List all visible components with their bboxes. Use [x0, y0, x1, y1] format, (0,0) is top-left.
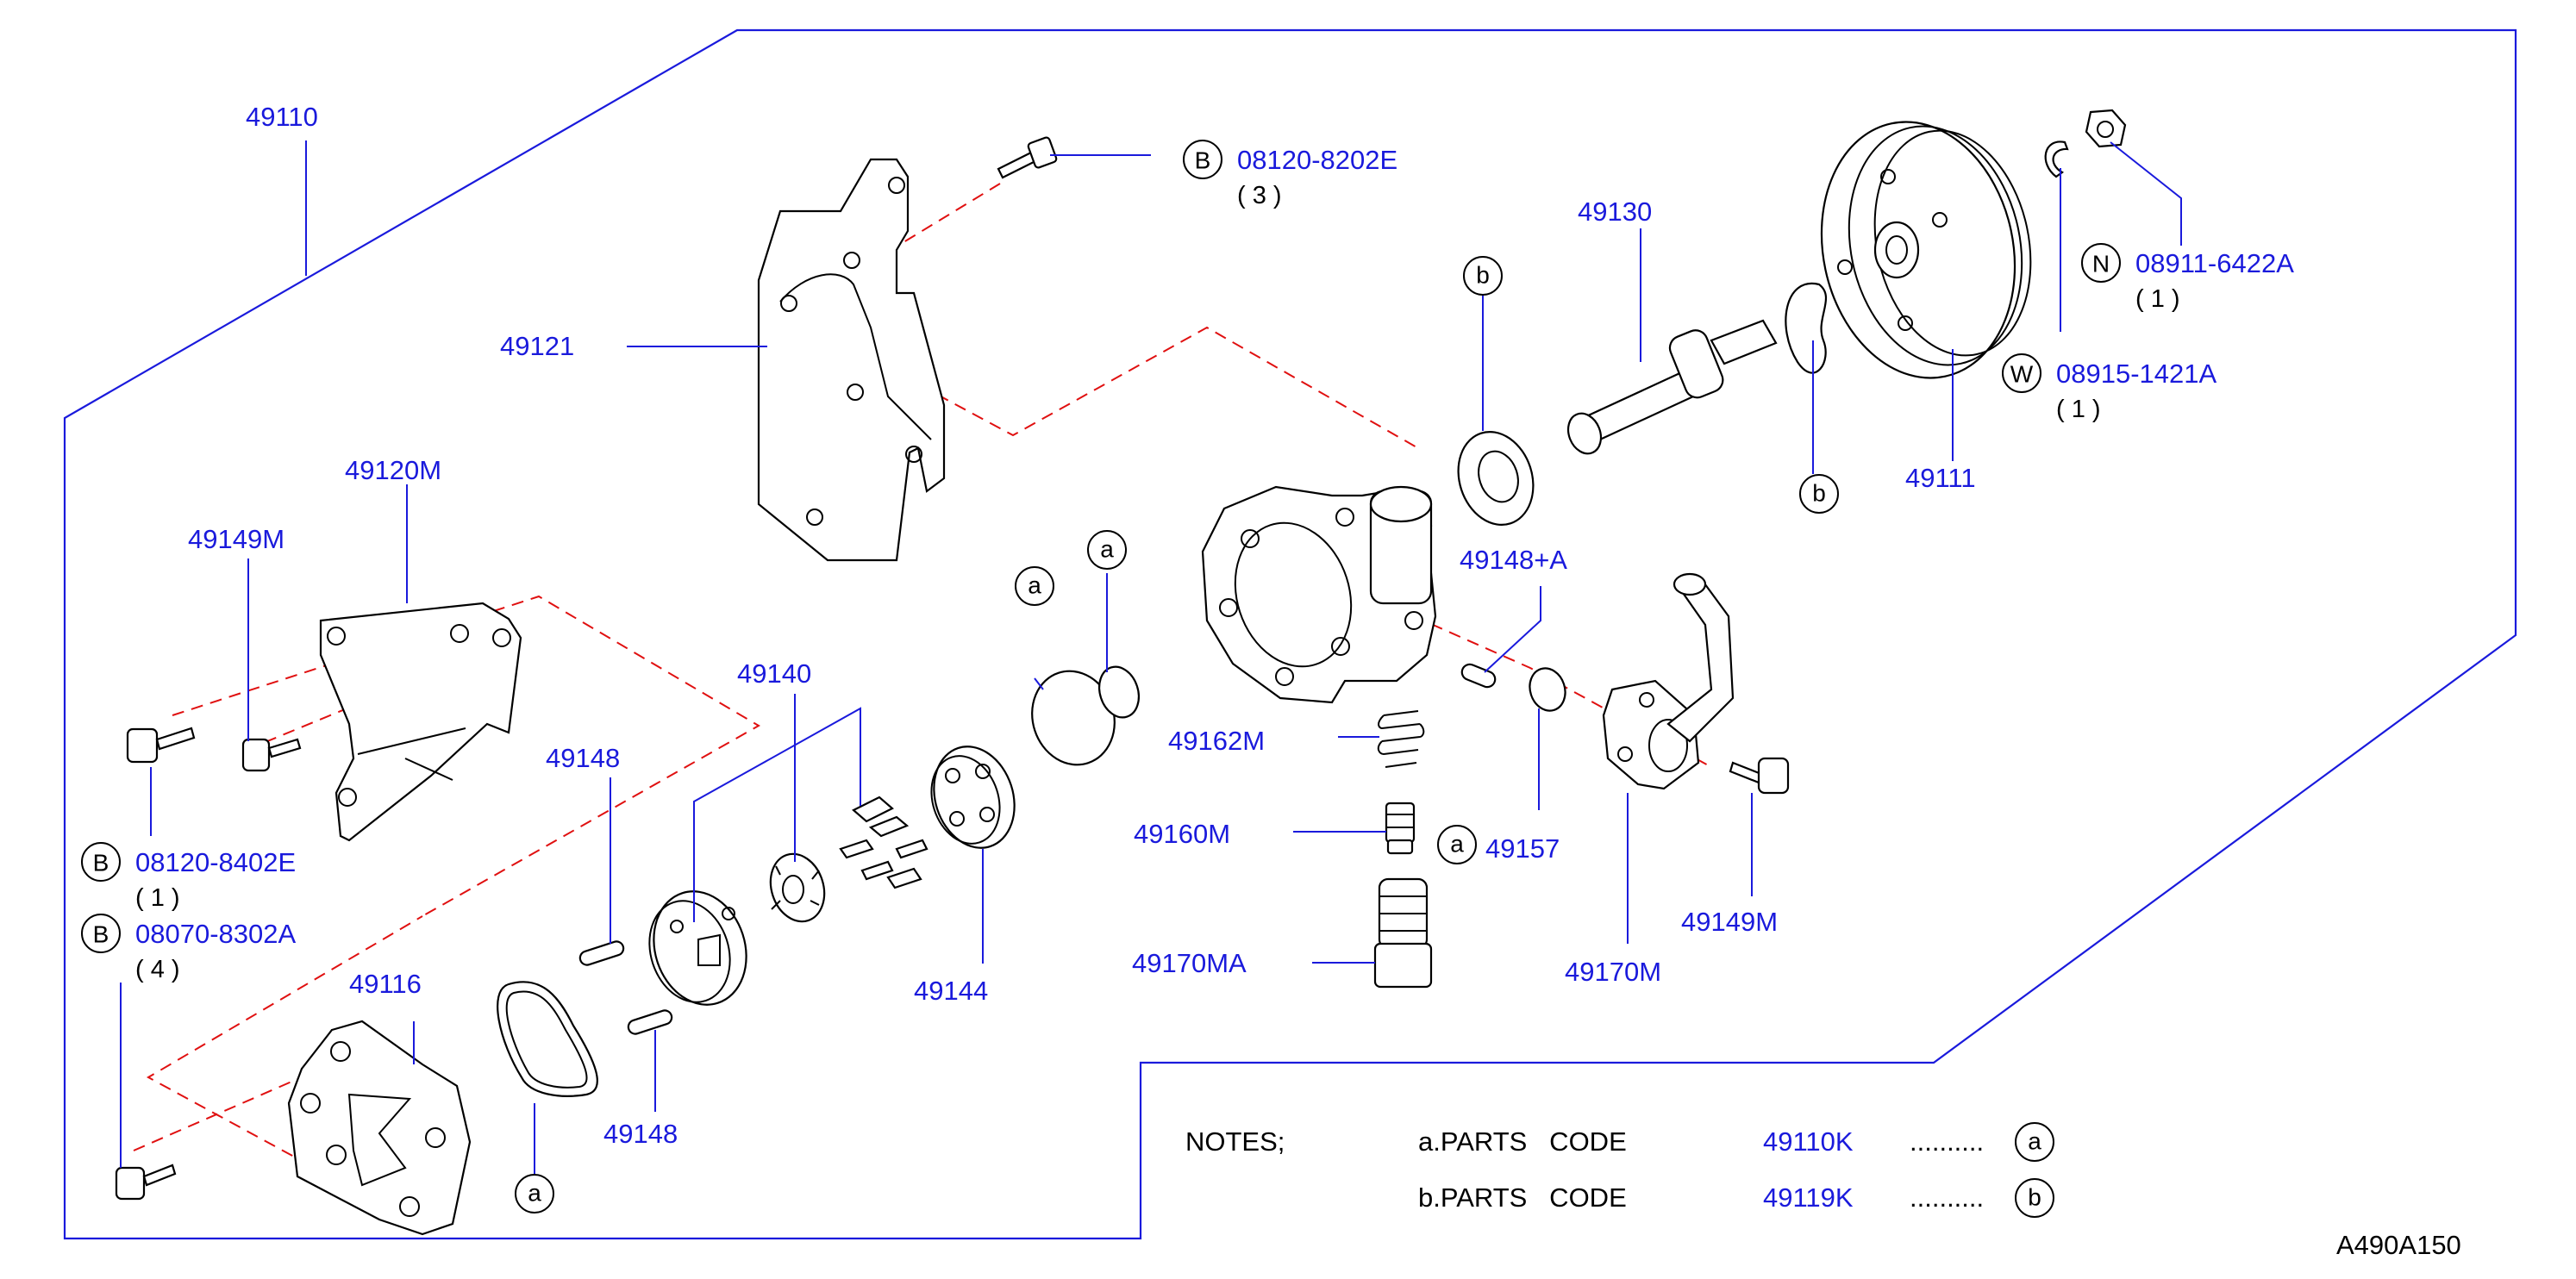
fastener-08120-8202e[interactable]: B 08120-8202E ( 3 ): [1183, 140, 1397, 209]
svg-text:W: W: [2010, 361, 2034, 388]
svg-text:08070-8302A: 08070-8302A: [135, 919, 296, 949]
notes: NOTES; a.PARTS CODE 49110K .......... a …: [1185, 1122, 2054, 1218]
callout-49160m[interactable]: 49160M: [1134, 819, 1230, 849]
spring[interactable]: [1377, 710, 1425, 768]
callout-49148-lower[interactable]: 49148: [603, 1119, 678, 1149]
svg-text:( 1 ): ( 1 ): [2056, 396, 2101, 423]
svg-text:a: a: [1028, 572, 1041, 599]
svg-text:a: a: [528, 1180, 541, 1207]
washer[interactable]: [2044, 140, 2069, 178]
vanes[interactable]: [839, 795, 928, 889]
cam-ring[interactable]: [921, 736, 1028, 858]
notes-row-a-dots: ..........: [1910, 1126, 1984, 1157]
callout-49121[interactable]: 49121: [500, 331, 574, 361]
callout-49149m-right[interactable]: 49149M: [1681, 907, 1778, 937]
gasket-oring[interactable]: [497, 981, 598, 1097]
pin-lower[interactable]: [627, 1008, 673, 1035]
fastener-08915-1421a[interactable]: W 08915-1421A ( 1 ): [2002, 353, 2216, 423]
bolt-rear-housing[interactable]: [115, 1164, 177, 1201]
valve[interactable]: [1385, 802, 1416, 855]
callout-49144[interactable]: 49144: [914, 976, 988, 1006]
bolt-bracket-top[interactable]: [997, 136, 1058, 179]
callout-49162m[interactable]: 49162M: [1168, 726, 1265, 756]
pulley[interactable]: [1798, 103, 2050, 396]
svg-text:a: a: [1100, 536, 1114, 563]
svg-text:( 4 ): ( 4 ): [135, 956, 180, 983]
nut[interactable]: [2085, 109, 2127, 148]
svg-text:( 1 ): ( 1 ): [2135, 285, 2180, 313]
callout-49148-a[interactable]: 49148+A: [1460, 545, 1567, 575]
callout-49148-upper[interactable]: 49148: [546, 743, 620, 773]
marker-a-oring-small: a: [1087, 530, 1127, 570]
svg-text:a: a: [1450, 831, 1464, 858]
svg-text:08120-8202E: 08120-8202E: [1237, 145, 1397, 175]
marker-b-top: b: [1463, 256, 1503, 296]
oring-side[interactable]: [1524, 664, 1570, 715]
svg-text:08120-8402E: 08120-8402E: [135, 847, 296, 877]
notes-row-a-code: 49110K: [1763, 1126, 1854, 1157]
leader-lines: [120, 140, 2182, 1185]
callout-49116[interactable]: 49116: [349, 969, 422, 999]
notes-row-a-label: a.PARTS CODE: [1418, 1126, 1627, 1157]
callout-49120m[interactable]: 49120M: [345, 455, 441, 485]
callout-49130[interactable]: 49130: [1578, 197, 1652, 227]
notes-row-b-marker: b: [2028, 1184, 2041, 1211]
notes-row-b-dots: ..........: [1910, 1182, 1984, 1213]
pin-body[interactable]: [1460, 662, 1497, 689]
marker-a-oring-large: a: [1015, 566, 1054, 606]
callout-49170m[interactable]: 49170M: [1565, 957, 1661, 987]
rotor[interactable]: [762, 847, 833, 929]
pin-upper[interactable]: [578, 939, 625, 966]
svg-text:N: N: [2092, 251, 2110, 278]
lower-bracket[interactable]: [319, 602, 522, 842]
bolt-49149m-left[interactable]: [241, 738, 302, 772]
main-bracket[interactable]: [757, 158, 946, 562]
oring-small[interactable]: [1093, 662, 1145, 723]
bolt-fitting[interactable]: [1729, 757, 1790, 795]
callout-49170ma[interactable]: 49170MA: [1132, 948, 1247, 978]
callout-49140[interactable]: 49140: [737, 658, 811, 689]
fitting[interactable]: [1602, 572, 1735, 790]
svg-text:B: B: [93, 850, 109, 877]
side-plate[interactable]: [637, 879, 760, 1017]
svg-text:b: b: [1812, 480, 1826, 507]
callout-49110[interactable]: 49110: [246, 102, 318, 132]
svg-text:b: b: [1476, 262, 1490, 289]
marker-a-side: a: [1437, 825, 1477, 864]
svg-text:B: B: [1195, 147, 1211, 174]
notes-row-a-marker: a: [2028, 1128, 2041, 1155]
rear-housing[interactable]: [287, 1020, 472, 1236]
marker-a-gasket: a: [515, 1174, 554, 1213]
marker-b-right: b: [1799, 474, 1839, 514]
pump-body[interactable]: [1201, 485, 1437, 704]
snap-ring[interactable]: [1785, 282, 1828, 374]
notes-row-b-code: 49119K: [1763, 1182, 1854, 1213]
fastener-08070-8302a[interactable]: B 08070-8302A ( 4 ): [81, 914, 296, 983]
oil-seal[interactable]: [1447, 422, 1545, 535]
svg-text:08915-1421A: 08915-1421A: [2056, 359, 2216, 389]
callout-49149m-left[interactable]: 49149M: [188, 524, 284, 554]
callout-49111[interactable]: 49111: [1905, 463, 1976, 493]
svg-text:08911-6422A: 08911-6422A: [2135, 248, 2294, 278]
diagram-code: A490A150: [2336, 1230, 2461, 1260]
drive-shaft[interactable]: [1562, 319, 1778, 459]
bolt-lower-left[interactable]: [126, 727, 196, 764]
connector[interactable]: [1373, 877, 1433, 989]
svg-text:( 1 ): ( 1 ): [135, 884, 180, 912]
notes-row-b-label: b.PARTS CODE: [1418, 1182, 1627, 1213]
callout-49157[interactable]: 49157: [1485, 833, 1560, 864]
fastener-08911-6422a[interactable]: N 08911-6422A ( 1 ): [2081, 243, 2294, 313]
fastener-08120-8402e[interactable]: B 08120-8402E ( 1 ): [81, 842, 296, 912]
notes-title: NOTES;: [1185, 1126, 1285, 1157]
svg-text:( 3 ): ( 3 ): [1237, 182, 1282, 209]
svg-text:B: B: [93, 921, 109, 948]
assembly-frame: [63, 28, 2517, 1240]
